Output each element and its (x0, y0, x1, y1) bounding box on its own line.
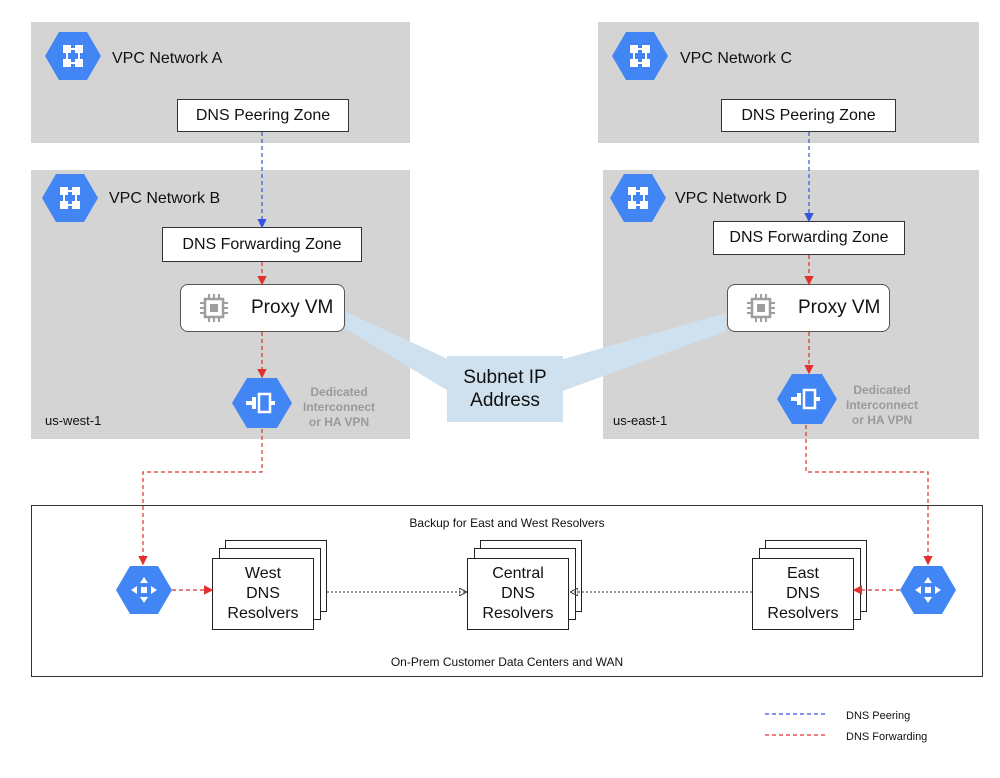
central-resolvers-line-2: DNS (501, 585, 535, 602)
region-label-west: us-west-1 (45, 413, 102, 428)
interconnect-line-1: Dedicated (310, 385, 368, 399)
interconnect-line-3: or HA VPN (308, 415, 370, 429)
interconnect-icon (232, 378, 292, 428)
vpc-network-d-title: VPC Network D (675, 190, 788, 207)
compute-chip-icon (200, 294, 228, 322)
proxy-vm-label: Proxy VM (798, 297, 881, 318)
vpc-network-c-title: VPC Network C (680, 50, 793, 67)
dns-forwarding-zone-b: DNS Forwarding Zone (162, 227, 362, 262)
central-resolvers-line-3: Resolvers (482, 605, 554, 622)
subnet-ip-address-callout: Subnet IP Address (447, 356, 563, 422)
west-resolvers-line-2: DNS (246, 585, 280, 602)
proxy-vm-label: Proxy VM (251, 297, 334, 318)
interconnect-label-west: Dedicated Interconnect or HA VPN (294, 385, 384, 430)
dns-peering-zone-c: DNS Peering Zone (721, 99, 896, 132)
vpc-network-icon (610, 174, 666, 222)
router-icon (116, 566, 172, 614)
west-dns-resolvers: West DNS Resolvers (212, 540, 327, 632)
dns-forwarding-zone-d: DNS Forwarding Zone (713, 221, 905, 255)
interconnect-icon (777, 374, 837, 424)
vpc-network-a-title: VPC Network A (112, 50, 223, 67)
proxy-vm-west: Proxy VM (180, 284, 345, 332)
dns-peering-zone-a: DNS Peering Zone (177, 99, 349, 132)
router-icon (900, 566, 956, 614)
interconnect-line-3: or HA VPN (851, 413, 913, 427)
vpc-network-icon (42, 174, 98, 222)
vpc-network-icon (612, 32, 668, 80)
forwarding-link-interconnect-router-west (138, 429, 263, 566)
west-resolvers-line-1: West (244, 565, 282, 582)
interconnect-line-1: Dedicated (853, 383, 911, 397)
forwarding-link-interconnect-router-east (805, 425, 933, 566)
central-resolvers-line-1: Central (492, 565, 544, 582)
legend-forwarding-label: DNS Forwarding (846, 731, 928, 743)
compute-chip-icon (747, 294, 775, 322)
interconnect-line-2: Interconnect (302, 400, 375, 414)
east-dns-resolvers: East DNS Resolvers (752, 540, 867, 632)
vpc-network-icon (45, 32, 101, 80)
west-resolvers-line-3: Resolvers (227, 605, 299, 622)
on-prem-data-centers-label: On-Prem Customer Data Centers and WAN (390, 655, 624, 669)
subnet-label-line-1: Subnet IP (463, 367, 547, 388)
east-resolvers-line-2: DNS (786, 585, 820, 602)
east-resolvers-line-1: East (786, 565, 819, 582)
east-resolvers-line-3: Resolvers (767, 605, 839, 622)
interconnect-label-east: Dedicated Interconnect or HA VPN (837, 383, 927, 428)
backup-resolvers-label: Backup for East and West Resolvers (409, 516, 605, 530)
subnet-label-line-2: Address (470, 390, 540, 411)
central-dns-resolvers: Central DNS Resolvers (467, 540, 582, 632)
legend-peering-label: DNS Peering (846, 710, 911, 722)
interconnect-line-2: Interconnect (845, 398, 918, 412)
vpc-network-b-title: VPC Network B (109, 190, 221, 207)
region-label-east: us-east-1 (613, 413, 668, 428)
